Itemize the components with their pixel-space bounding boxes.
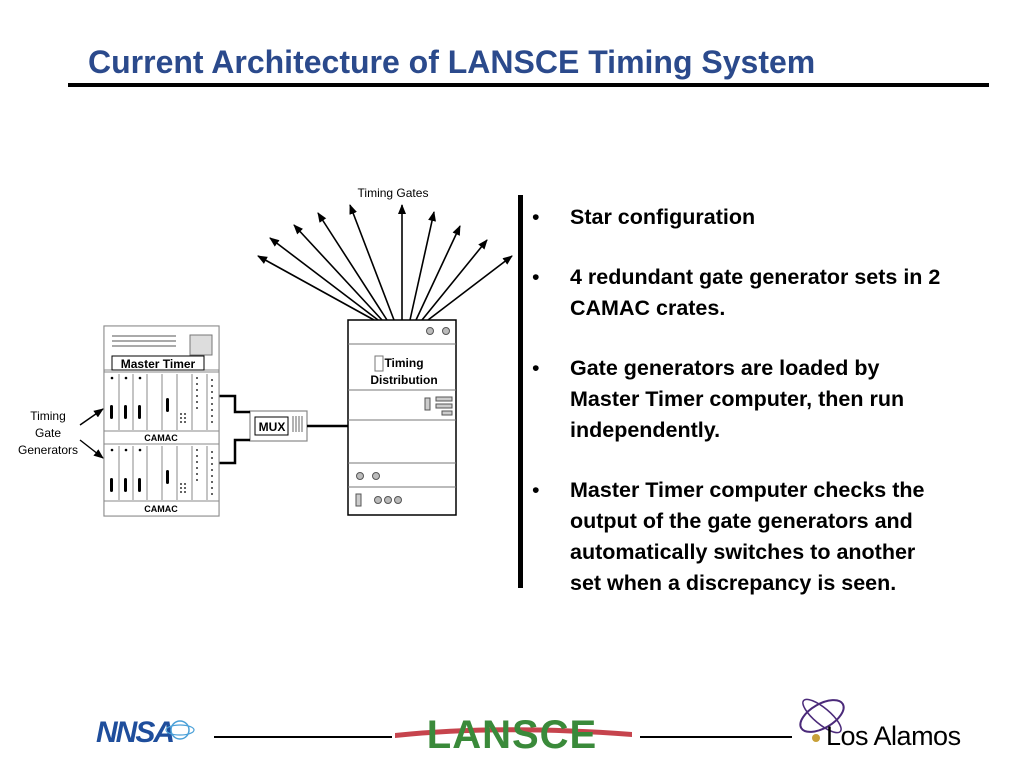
bullet-marker: • [532, 356, 540, 380]
bullet-item: • 4 redundant gate generator sets in 2 CA… [532, 262, 952, 324]
bullet-text: 4 redundant gate generator sets in 2 CAM… [570, 265, 941, 320]
gate-generators-label: Generators [18, 443, 78, 457]
bullet-list: • Star configuration • 4 redundant gate ge… [532, 202, 952, 628]
gate-arrow [421, 239, 488, 321]
gate-arrow [415, 225, 461, 321]
bullet-marker: • [532, 478, 540, 502]
footer-rule-left [214, 736, 392, 738]
gate-arrow [317, 212, 388, 321]
footer-rule-right [640, 736, 792, 738]
gate-generators-callout: Timing Gate Generators [18, 408, 104, 459]
bullet-text: Star configuration [570, 205, 756, 229]
title-underline [68, 83, 989, 87]
gate-arrow [293, 224, 383, 321]
camac-label: CAMAC [144, 433, 178, 443]
svg-text:LANSCE: LANSCE [427, 713, 597, 757]
bullet-item: • Star configuration [532, 202, 952, 233]
nnsa-logo: NNSA [96, 716, 195, 749]
bullet-marker: • [532, 205, 540, 229]
timing-distribution-label: Timing [384, 356, 423, 370]
gate-arrow [349, 204, 395, 321]
los-alamos-logo: Los Alamos [799, 698, 961, 751]
camac-crate-lower: CAMAC [103, 443, 220, 517]
timing-distribution-label: Distribution [370, 373, 437, 387]
mux-label: MUX [259, 420, 286, 434]
mux-box: MUX [249, 410, 308, 442]
master-timer-label: Master Timer [121, 357, 196, 371]
gate-arrow [427, 255, 513, 321]
bullet-item: • Master Timer computer checks the output… [532, 475, 952, 599]
lansce-logo: LANSCE [395, 713, 632, 757]
slide-title: Current Architecture of LANSCE Timing Sy… [88, 44, 816, 80]
bullet-item: • Gate generators are loaded by Master Ti… [532, 353, 952, 446]
mux-cables [218, 394, 348, 465]
gate-generators-label: Timing [30, 409, 66, 423]
gate-arrow [409, 211, 436, 321]
svg-text:NNSA: NNSA [96, 716, 173, 749]
timing-gate-arrows [257, 204, 513, 321]
bullet-text: Master Timer computer checks the output … [570, 478, 925, 595]
svg-text:Los Alamos: Los Alamos [826, 721, 961, 751]
bullet-marker: • [532, 265, 540, 289]
gate-arrow [257, 255, 375, 321]
camac-crate-upper: CAMAC [103, 371, 220, 445]
column-divider [518, 195, 523, 588]
gate-arrow [269, 237, 379, 321]
camac-label: CAMAC [144, 504, 178, 514]
bullet-text: Gate generators are loaded by Master Tim… [570, 356, 905, 442]
gate-generators-label: Gate [35, 426, 61, 440]
timing-gates-label: Timing Gates [358, 186, 429, 200]
timing-distribution-crate: Timing Distribution [347, 319, 457, 516]
